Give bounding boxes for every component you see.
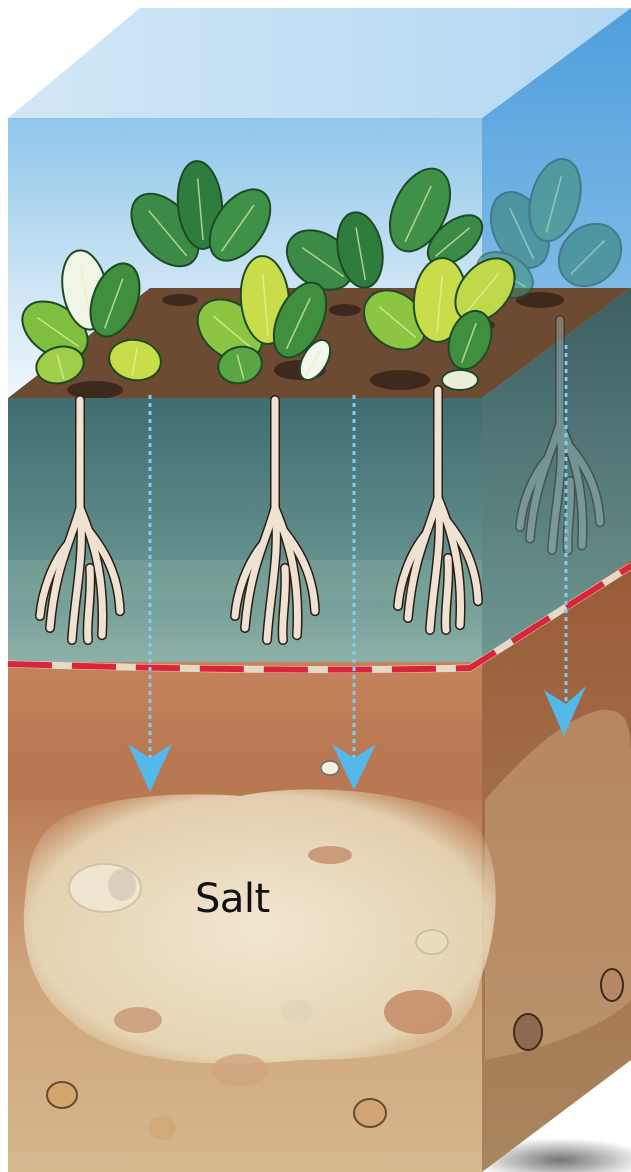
subsoil-darker-band — [8, 720, 482, 800]
salt-label: Salt — [195, 876, 270, 922]
pebble-icon — [416, 930, 448, 954]
pebble-icon — [114, 1007, 162, 1033]
pebble-icon — [384, 990, 452, 1034]
pebble-icon — [281, 999, 313, 1023]
pebble-icon — [47, 1082, 77, 1108]
pebble-icon — [148, 1116, 176, 1140]
pebble-icon — [514, 1014, 542, 1050]
pebble-icon — [308, 846, 352, 864]
pebble-icon — [354, 1099, 386, 1127]
pebble-icon — [212, 1054, 268, 1086]
pebble-icon — [321, 761, 339, 775]
pebble-icon — [601, 969, 623, 1001]
